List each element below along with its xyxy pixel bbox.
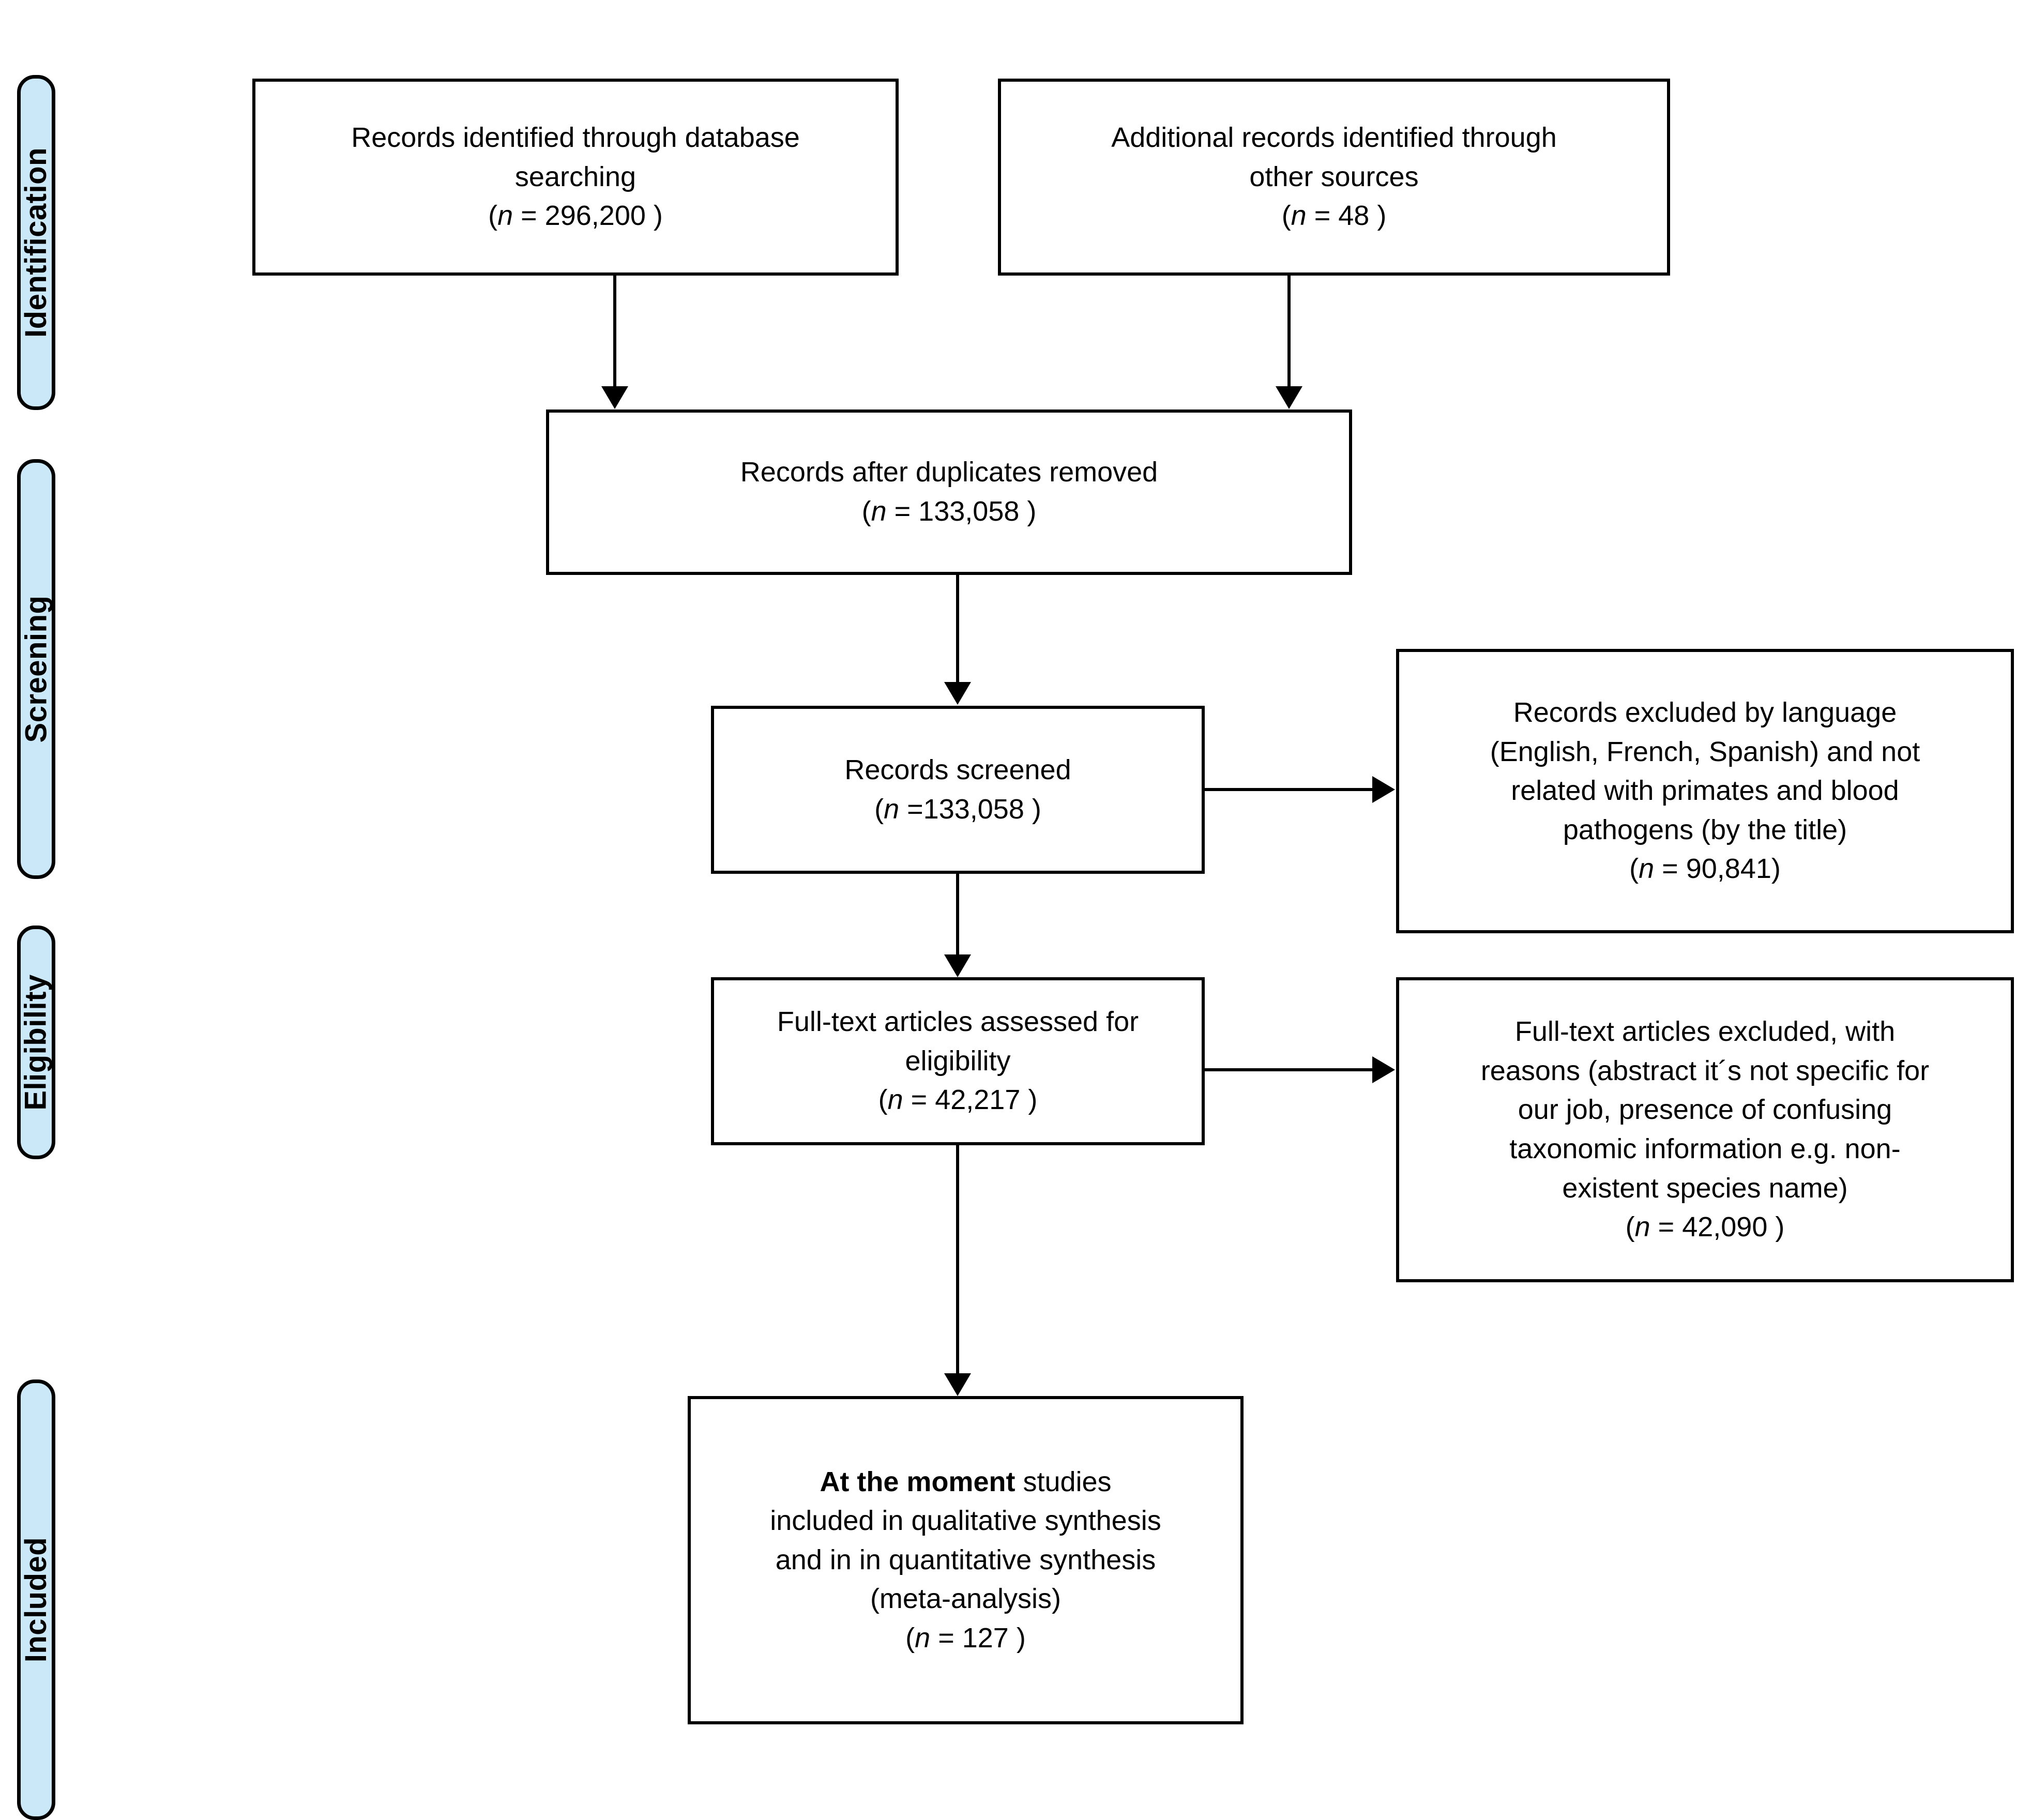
arrow-head-down-icon (1276, 386, 1302, 409)
box-records-excluded-by-language: Records excluded by language (English, F… (1396, 649, 2014, 933)
box-fulltext-count-value: = 42,217 ) (903, 1084, 1038, 1116)
connector-line (1205, 788, 1373, 791)
n-symbol: n (915, 1622, 931, 1654)
box-db-line2: searching (514, 161, 636, 192)
box-included-count-value: = 127 ) (930, 1622, 1026, 1654)
phase-label-screening-text: Screening (19, 595, 53, 743)
box-dupes-line1: Records after duplicates removed (740, 457, 1158, 488)
paren-open: ( (1625, 1211, 1635, 1243)
arrow-head-down-icon (944, 954, 971, 977)
paren-open: ( (874, 793, 884, 825)
phase-label-eligibility: Eligibility (17, 926, 55, 1159)
box-included-line1-rest: studies (1015, 1466, 1112, 1497)
box-included-line4: (meta-analysis) (870, 1583, 1062, 1615)
box-dupes-count: (n = 133,058 ) (862, 496, 1037, 527)
box-included-bold-lead: At the moment (820, 1466, 1015, 1497)
box-exc-full-line3: our job, presence of confusing (1518, 1094, 1892, 1126)
box-exc-lang-line2: (English, French, Spanish) and not (1490, 736, 1920, 767)
box-fulltext-count: (n = 42,217 ) (878, 1084, 1038, 1115)
box-exc-full-line5: existent species name) (1562, 1172, 1848, 1204)
box-screened-line1: Records screened (844, 754, 1071, 785)
arrow-head-down-icon (944, 682, 971, 705)
box-db-count-value: = 296,200 ) (513, 200, 663, 232)
box-additional-records-other-sources: Additional records identified through ot… (998, 79, 1670, 276)
box-fulltext-line2: eligibility (905, 1045, 1011, 1076)
n-symbol: n (497, 200, 513, 232)
box-included-line2: included in qualitative synthesis (770, 1505, 1161, 1537)
phase-label-included-text: Included (19, 1537, 53, 1663)
arrow-head-down-icon (944, 1373, 971, 1396)
box-exc-lang-line3: related with primates and blood (1511, 775, 1899, 807)
box-fulltext-articles-excluded: Full-text articles excluded, with reason… (1396, 977, 2014, 1282)
phase-label-eligibility-text: Eligibility (19, 974, 53, 1111)
box-exc-full-line1: Full-text articles excluded, with (1514, 1016, 1896, 1048)
arrow-head-right-icon (1372, 776, 1395, 803)
box-exc-lang-count-value: = 90,841) (1654, 853, 1781, 885)
box-other-line2: other sources (1249, 161, 1419, 192)
paren-open: ( (861, 496, 871, 527)
box-records-identified-database: Records identified through database sear… (252, 79, 899, 276)
n-symbol: n (871, 496, 887, 527)
box-exc-lang-line4: pathogens (by the title) (1563, 814, 1847, 845)
box-db-line1: Records identified through database (351, 122, 800, 154)
paren-open: ( (878, 1084, 888, 1116)
phase-label-identification: Identification (17, 75, 55, 410)
n-symbol: n (1634, 1211, 1650, 1243)
box-records-after-duplicates-removed: Records after duplicates removed (n = 13… (546, 410, 1352, 575)
box-screened-count-value: =133,058 ) (899, 793, 1041, 825)
connector-line (613, 276, 616, 387)
box-exc-full-count-value: = 42,090 ) (1650, 1211, 1785, 1243)
connector-line (956, 874, 959, 956)
paren-open: ( (1629, 853, 1639, 885)
n-symbol: n (1291, 200, 1307, 232)
box-dupes-count-value: = 133,058 ) (886, 496, 1037, 527)
box-exc-full-count: (n = 42,090 ) (1626, 1211, 1785, 1242)
arrow-head-right-icon (1372, 1056, 1395, 1083)
paren-open: ( (488, 200, 498, 232)
box-exc-lang-count: (n = 90,841) (1629, 853, 1781, 884)
box-other-count-value: = 48 ) (1306, 200, 1387, 232)
phase-label-included: Included (17, 1379, 55, 1820)
connector-line (1287, 276, 1291, 387)
box-included-count: (n = 127 ) (905, 1622, 1026, 1654)
box-other-line1: Additional records identified through (1111, 122, 1557, 154)
box-other-count: (n = 48 ) (1282, 200, 1387, 231)
connector-line (956, 575, 959, 683)
box-exc-full-line4: taxonomic information e.g. non- (1509, 1133, 1901, 1164)
box-studies-included-synthesis: At the moment studies included in qualit… (688, 1396, 1244, 1724)
phase-label-screening: Screening (17, 459, 55, 879)
n-symbol: n (884, 793, 900, 825)
box-screened-count: (n =133,058 ) (874, 794, 1041, 825)
box-db-count: (n = 296,200 ) (488, 200, 663, 231)
box-fulltext-line1: Full-text articles assessed for (777, 1006, 1139, 1038)
n-symbol: n (1639, 853, 1655, 885)
box-included-line3: and in in quantitative synthesis (775, 1544, 1156, 1575)
paren-open: ( (905, 1622, 915, 1654)
box-exc-full-line2: reasons (abstract it´s not specific for (1480, 1055, 1930, 1086)
n-symbol: n (887, 1084, 903, 1116)
connector-line (956, 1145, 959, 1374)
box-fulltext-articles-assessed: Full-text articles assessed for eligibil… (711, 977, 1205, 1145)
box-exc-lang-line1: Records excluded by language (1513, 697, 1897, 729)
arrow-head-down-icon (601, 386, 628, 409)
paren-open: ( (1281, 200, 1291, 232)
connector-line (1205, 1068, 1373, 1071)
box-records-screened: Records screened (n =133,058 ) (711, 706, 1205, 874)
phase-label-identification-text: Identification (19, 147, 53, 338)
